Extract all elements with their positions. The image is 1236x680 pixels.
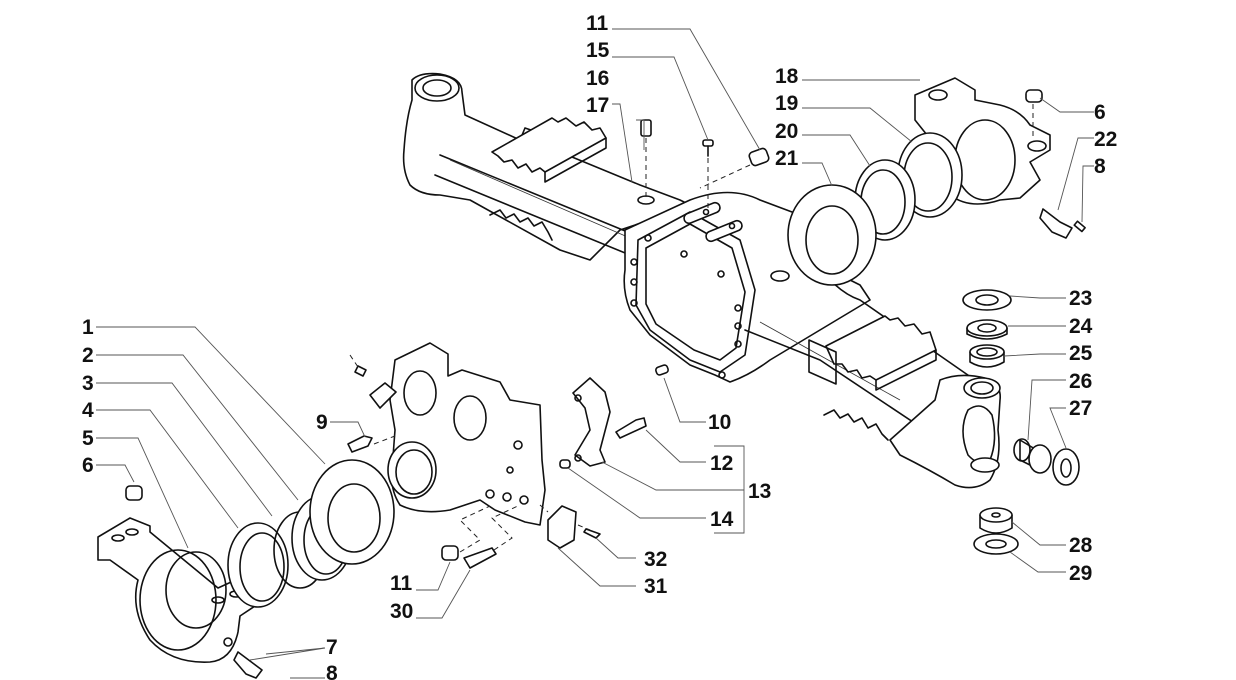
callout-23: 23 <box>1069 287 1092 310</box>
callout-20: 20 <box>775 120 798 143</box>
callout-15: 15 <box>586 39 610 62</box>
callout-25: 25 <box>1069 342 1093 365</box>
callout-6: 6 <box>82 454 94 477</box>
callout-3: 3 <box>82 372 94 395</box>
callout-6: 6 <box>1094 101 1106 124</box>
callout-labels: 1 2 3 4 5 6 6 7 8 8 9 10 11 11 12 13 14 … <box>82 12 1117 680</box>
callout-28: 28 <box>1069 534 1093 557</box>
upper-right-parts <box>640 77 1086 286</box>
callout-12: 12 <box>710 452 733 475</box>
callout-32: 32 <box>644 548 667 571</box>
callout-9: 9 <box>316 411 328 434</box>
callout-8: 8 <box>1094 155 1106 178</box>
callout-27: 27 <box>1069 397 1092 420</box>
callout-13: 13 <box>748 480 771 503</box>
callout-24: 24 <box>1069 315 1093 338</box>
callout-21: 21 <box>775 147 799 170</box>
callout-18: 18 <box>775 65 799 88</box>
callout-22: 22 <box>1094 128 1117 151</box>
callout-17: 17 <box>586 94 609 117</box>
callout-19: 19 <box>775 92 798 115</box>
callout-11: 11 <box>390 572 413 595</box>
callout-2: 2 <box>82 344 94 367</box>
gasket-bolt-holes <box>630 234 742 379</box>
callout-1: 1 <box>82 316 94 339</box>
callout-16: 16 <box>586 67 609 90</box>
callout-29: 29 <box>1069 562 1092 585</box>
callout-4: 4 <box>82 399 94 422</box>
callout-7: 7 <box>326 636 338 659</box>
left-assembly-parts <box>97 342 669 679</box>
callout-11: 11 <box>586 12 609 35</box>
right-stack-parts <box>962 289 1080 555</box>
callout-5: 5 <box>82 427 94 450</box>
callout-8: 8 <box>326 662 338 680</box>
callout-30: 30 <box>390 600 413 623</box>
callout-10: 10 <box>708 411 731 434</box>
callout-31: 31 <box>644 575 668 598</box>
callout-14: 14 <box>710 508 734 531</box>
callout-26: 26 <box>1069 370 1092 393</box>
leader-lines <box>96 28 1094 679</box>
axle-housing <box>402 72 1002 489</box>
